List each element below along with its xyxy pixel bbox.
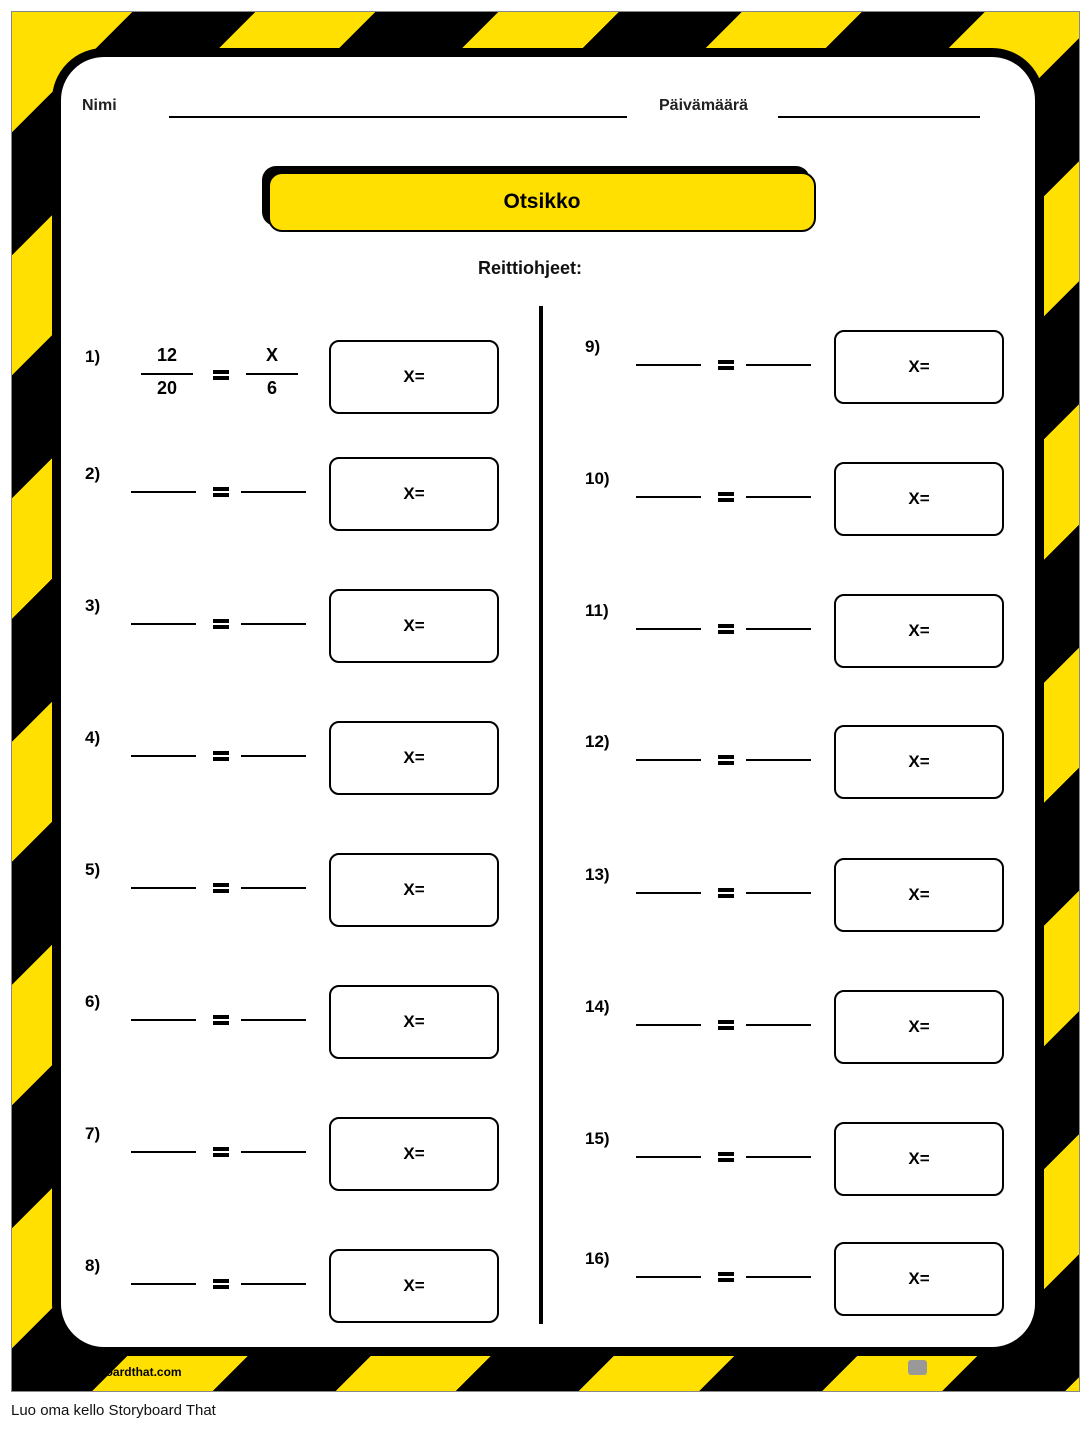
equals-sign <box>718 492 734 502</box>
fraction-blank[interactable] <box>636 1276 701 1278</box>
fraction-blank[interactable] <box>746 1276 811 1278</box>
left-denominator: 20 <box>156 378 178 398</box>
fraction-blank[interactable] <box>131 1019 196 1021</box>
answer-box[interactable]: X= <box>834 330 1004 404</box>
answer-box[interactable]: X= <box>834 594 1004 668</box>
fraction-blank[interactable] <box>636 628 701 630</box>
column-divider <box>539 306 543 1324</box>
fraction-blank[interactable] <box>746 759 811 761</box>
answer-box[interactable]: X= <box>834 858 1004 932</box>
answer-box[interactable]: X= <box>329 1249 499 1323</box>
fraction-blank[interactable] <box>746 364 811 366</box>
fraction-blank[interactable] <box>241 755 306 757</box>
worksheet-title: Otsikko <box>268 172 816 232</box>
equals-sign <box>718 1020 734 1030</box>
fraction-blank[interactable] <box>131 1283 196 1285</box>
fraction-blank[interactable] <box>746 1156 811 1158</box>
caption: Luo oma kello Storyboard That <box>11 1402 216 1419</box>
equals-sign <box>213 487 229 497</box>
fraction-blank[interactable] <box>636 364 701 366</box>
equals-sign <box>213 1147 229 1157</box>
fraction-blank[interactable] <box>241 1151 306 1153</box>
problem-number: 7) <box>85 1124 101 1143</box>
worksheet-card <box>52 48 1044 1356</box>
answer-box[interactable]: X= <box>834 725 1004 799</box>
problem-number: 4) <box>85 728 101 747</box>
left-numerator: 12 <box>156 345 178 365</box>
fraction-blank[interactable] <box>636 759 701 761</box>
answer-box[interactable]: X= <box>834 1242 1004 1316</box>
problem-number: 9) <box>585 337 601 356</box>
equals-sign <box>213 751 229 761</box>
fraction-blank[interactable] <box>131 1151 196 1153</box>
problem-number: 16) <box>585 1249 610 1268</box>
equals-sign <box>213 883 229 893</box>
equals-sign <box>213 1279 229 1289</box>
fraction-bar <box>141 373 193 375</box>
problem-number: 13) <box>585 865 610 884</box>
fraction-blank[interactable] <box>131 491 196 493</box>
fraction-blank[interactable] <box>241 887 306 889</box>
date-label: Päivämäärä <box>659 97 748 114</box>
fraction-blank[interactable] <box>636 496 701 498</box>
answer-box[interactable]: X= <box>329 340 499 414</box>
fraction-blank[interactable] <box>131 887 196 889</box>
fraction-blank[interactable] <box>636 1156 701 1158</box>
fraction-blank[interactable] <box>241 491 306 493</box>
fraction-blank[interactable] <box>131 755 196 757</box>
problem-number: 12) <box>585 732 610 751</box>
chat-icon <box>908 1360 927 1375</box>
answer-box[interactable]: X= <box>834 990 1004 1064</box>
equals-sign <box>213 370 229 380</box>
equals-sign <box>718 360 734 370</box>
equals-sign <box>718 624 734 634</box>
fraction-blank[interactable] <box>241 623 306 625</box>
answer-box[interactable]: X= <box>329 985 499 1059</box>
fraction-blank[interactable] <box>241 1283 306 1285</box>
problem-number: 6) <box>85 992 101 1011</box>
equals-sign <box>213 1015 229 1025</box>
equals-sign <box>213 619 229 629</box>
answer-box[interactable]: X= <box>329 1117 499 1191</box>
date-field[interactable] <box>778 116 980 118</box>
problem-number: 10) <box>585 469 610 488</box>
name-field[interactable] <box>169 116 627 118</box>
fraction-blank[interactable] <box>746 1024 811 1026</box>
problem-number: 2) <box>85 464 101 483</box>
problem-number: 5) <box>85 860 101 879</box>
fraction-blank[interactable] <box>746 496 811 498</box>
directions-label: Reittiohjeet: <box>478 258 583 278</box>
right-numerator: X <box>265 345 278 365</box>
answer-box[interactable]: X= <box>329 853 499 927</box>
fraction-blank[interactable] <box>636 892 701 894</box>
problem-number: 15) <box>585 1129 610 1148</box>
fraction-blank[interactable] <box>241 1019 306 1021</box>
problem-number: 14) <box>585 997 610 1016</box>
fraction-blank[interactable] <box>636 1024 701 1026</box>
problem-number: 8) <box>85 1256 101 1275</box>
answer-box[interactable]: X= <box>329 721 499 795</box>
problem-number: 11) <box>585 601 609 620</box>
equals-sign <box>718 1272 734 1282</box>
answer-box[interactable]: X= <box>329 457 499 531</box>
fraction-blank[interactable] <box>746 628 811 630</box>
answer-box[interactable]: X= <box>834 1122 1004 1196</box>
name-label: Nimi <box>82 97 117 114</box>
answer-box[interactable]: X= <box>329 589 499 663</box>
fraction-blank[interactable] <box>746 892 811 894</box>
problem-number: 3) <box>85 596 101 615</box>
fraction-blank[interactable] <box>131 623 196 625</box>
answer-box[interactable]: X= <box>834 462 1004 536</box>
problem-number: 1) <box>85 347 101 366</box>
equals-sign <box>718 755 734 765</box>
equals-sign <box>718 888 734 898</box>
right-denominator: 6 <box>266 378 277 398</box>
footer-url: www.storyboardthat.com <box>38 1365 182 1379</box>
equals-sign <box>718 1152 734 1162</box>
fraction-bar <box>246 373 298 375</box>
